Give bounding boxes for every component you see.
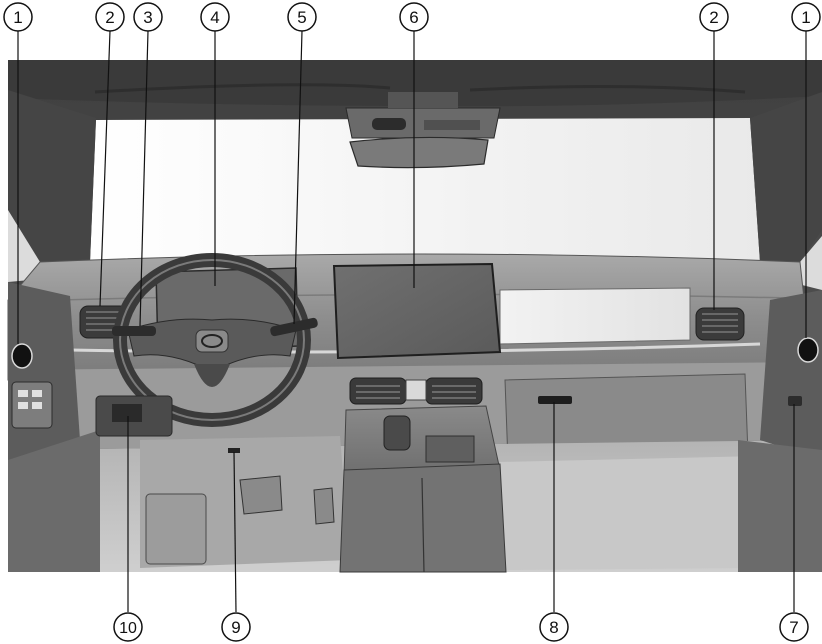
central-touchscreen: [332, 262, 502, 360]
hood-release-lever: [228, 448, 240, 453]
callout-label: 9: [231, 618, 240, 637]
passenger-dash-panel: [499, 287, 691, 345]
left-door-panel: [8, 282, 100, 572]
callout-9: 9: [221, 612, 251, 642]
callout-label: 6: [409, 8, 418, 27]
callout-6: 6: [399, 2, 429, 32]
center-console: [339, 405, 507, 573]
right-door-panel: [738, 290, 822, 572]
left-stalk: [112, 326, 156, 336]
callout-3: 3: [133, 2, 163, 32]
driver-lower-dash: [95, 395, 240, 453]
leader-lines: [17, 30, 807, 613]
callout-8: 8: [539, 612, 569, 642]
steering-wheel: [113, 253, 311, 427]
callout-label: 7: [789, 618, 798, 637]
steering-wheel-logo-icon: [201, 334, 223, 348]
callout-label: 4: [210, 8, 219, 27]
gear-selector-icon: [383, 415, 411, 451]
callout-7: 7: [779, 612, 809, 642]
passenger-window-switch: [788, 396, 802, 406]
callout-label: 1: [801, 8, 810, 27]
callout-label: 1: [13, 8, 22, 27]
callout-label: 2: [105, 8, 114, 27]
center-air-vents: [349, 377, 483, 405]
left-a-pillar: [8, 90, 96, 262]
right-air-vent: [695, 307, 745, 341]
left-door-mirror-control: [11, 343, 33, 369]
glove-box-handle: [538, 396, 572, 404]
callout-label: 2: [709, 8, 718, 27]
callout-10: 10: [113, 612, 143, 642]
callout-5: 5: [287, 2, 317, 32]
right-a-pillar: [750, 92, 822, 262]
rearview-mirror: [345, 92, 501, 169]
callout-label: 5: [297, 8, 306, 27]
callout-label: 10: [119, 620, 137, 637]
callout-1-left: 1: [3, 2, 33, 32]
footrest: [145, 493, 207, 565]
callout-2-left: 2: [95, 2, 125, 32]
callout-label: 8: [549, 618, 558, 637]
right-stalk: [270, 317, 318, 337]
windshield: [90, 118, 760, 262]
lower-switch-panel: [112, 404, 142, 422]
right-door-mirror-control: [797, 337, 819, 363]
callout-2-right: 2: [699, 2, 729, 32]
callout-1-right: 1: [791, 2, 821, 32]
pedals: [145, 475, 335, 565]
callout-label: 3: [143, 8, 152, 27]
callout-4: 4: [200, 2, 230, 32]
